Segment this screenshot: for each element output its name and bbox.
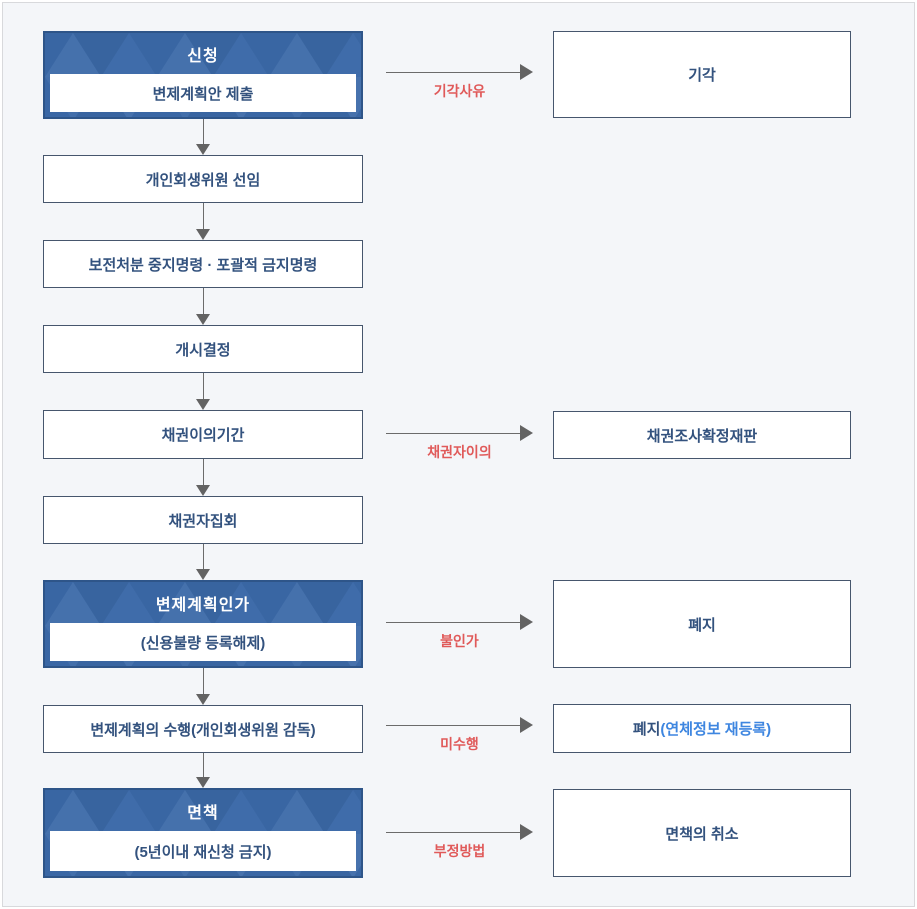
step-claim-objection-period: 채권이의기간 — [43, 410, 363, 459]
result-abolition-text: 폐지 — [632, 721, 661, 738]
arrow-line — [202, 203, 204, 229]
down-arrow — [196, 753, 210, 788]
step-plan-performance: 변제계획의 수행(개인회생위원 감독) — [43, 705, 363, 753]
branch-arrow — [386, 717, 533, 733]
result-claim-examination-trial: 채권조사확정재판 — [553, 411, 851, 459]
step-application-subtitle: 변제계획안 제출 — [50, 74, 356, 112]
arrow-head-icon — [520, 824, 533, 840]
result-abolition-reregistration: 폐지(연체정보 재등록) — [553, 704, 851, 753]
step-discharge-title: 면책 — [187, 804, 219, 822]
arrow-head-icon — [196, 694, 210, 705]
step-application: 신청 변제계획안 제출 — [43, 31, 363, 119]
down-arrow — [196, 203, 210, 240]
branch-label-dismissal-reason: 기각사유 — [433, 83, 486, 99]
branch-arrow — [386, 64, 533, 80]
arrow-head-icon — [196, 569, 210, 580]
arrow-head-icon — [520, 717, 533, 733]
branch-arrow — [386, 614, 533, 630]
result-reregistration-suffix: (연체정보 재등록) — [660, 721, 772, 738]
down-arrow — [196, 668, 210, 705]
arrow-line — [202, 459, 204, 485]
branch-label-creditor-objection: 채권자이의 — [427, 444, 492, 460]
arrow-head-icon — [196, 485, 210, 496]
step-discharge: 면책 (5년이내 재신청 금지) — [43, 788, 363, 878]
arrow-line — [202, 753, 204, 777]
arrow-head-icon — [196, 777, 210, 788]
result-abolition: 폐지 — [553, 580, 851, 668]
down-arrow — [196, 459, 210, 496]
arrow-line — [386, 432, 520, 434]
branch-label-non-performance: 미수행 — [440, 736, 479, 752]
arrow-line — [386, 621, 520, 623]
branch-arrow — [386, 425, 533, 441]
arrow-line — [386, 724, 520, 726]
down-arrow — [196, 373, 210, 410]
branch-arrow — [386, 824, 533, 840]
arrow-line — [202, 119, 204, 144]
branch-label-fraudulent-method: 부정방법 — [433, 843, 486, 859]
step-creditors-meeting: 채권자집회 — [43, 496, 363, 544]
branch-label-disapproval: 불인가 — [440, 633, 479, 649]
arrow-head-icon — [520, 64, 533, 80]
arrow-line — [202, 288, 204, 314]
step-trustee-appointment: 개인회생위원 선임 — [43, 155, 363, 203]
result-dismissal: 기각 — [553, 31, 851, 118]
down-arrow — [196, 288, 210, 325]
arrow-head-icon — [520, 614, 533, 630]
arrow-head-icon — [196, 399, 210, 410]
step-plan-approval-title: 변제계획인가 — [155, 596, 251, 614]
step-plan-approval: 변제계획인가 (신용불량 등록해제) — [43, 580, 363, 668]
arrow-line — [202, 373, 204, 399]
step-discharge-subtitle: (5년이내 재신청 금지) — [50, 831, 356, 871]
down-arrow — [196, 544, 210, 580]
step-plan-approval-subtitle: (신용불량 등록해제) — [50, 623, 356, 661]
arrow-head-icon — [196, 229, 210, 240]
arrow-line — [386, 71, 520, 73]
result-discharge-cancellation: 면책의 취소 — [553, 789, 851, 877]
step-application-title: 신청 — [187, 47, 219, 65]
down-arrow — [196, 119, 210, 155]
arrow-line — [202, 544, 204, 569]
arrow-head-icon — [196, 314, 210, 325]
arrow-line — [202, 668, 204, 694]
step-preservation-order: 보전처분 중지명령 · 포괄적 금지명령 — [43, 240, 363, 288]
arrow-line — [386, 831, 520, 833]
arrow-head-icon — [520, 425, 533, 441]
step-commencement-decision: 개시결정 — [43, 325, 363, 373]
arrow-head-icon — [196, 144, 210, 155]
